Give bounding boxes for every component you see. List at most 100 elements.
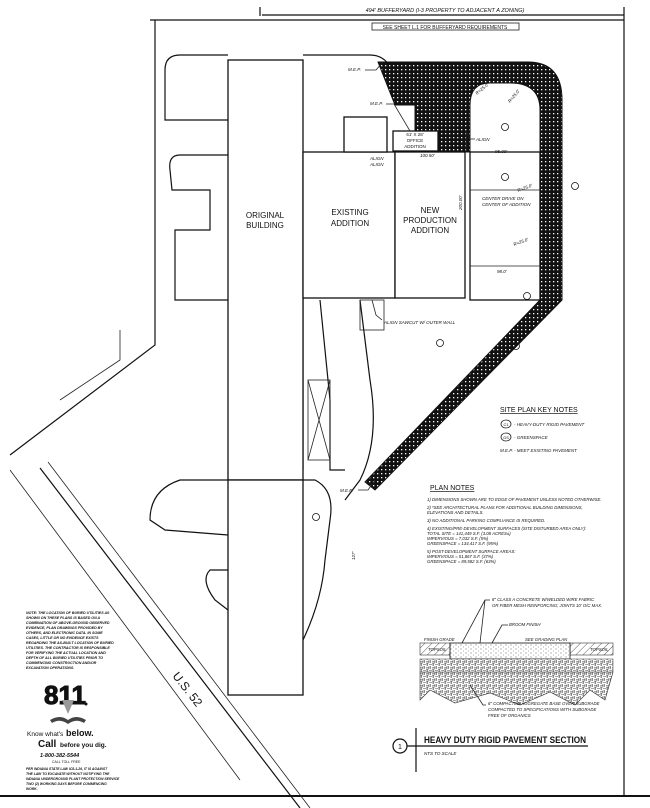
base-note: FREE OF ORGANICS	[488, 713, 531, 718]
svg-text:INDIANA UNDERGROUND PLANT PROT: INDIANA UNDERGROUND PLANT PROTECTION SER…	[26, 777, 120, 781]
svg-text:REGARDING THE AS-BUILT LOCATIO: REGARDING THE AS-BUILT LOCATION OF BURIE…	[26, 641, 114, 645]
svg-text:PER INDIANA STATE LAW IC8-1-26: PER INDIANA STATE LAW IC8-1-26, IT IS AG…	[26, 767, 108, 771]
svg-text:C1: C1	[503, 422, 509, 427]
office-addition	[392, 130, 439, 152]
svg-text:1) DIMENSIONS SHOWN ARE TO EDG: 1) DIMENSIONS SHOWN ARE TO EDGE OF PAVEM…	[427, 497, 602, 502]
existing-parking-outlines	[149, 54, 393, 641]
svg-text:4) EXISTING/PRE-DEVELOPMENT SU: 4) EXISTING/PRE-DEVELOPMENT SURFACES (SI…	[427, 526, 587, 531]
svg-text:Know what's: Know what's	[27, 731, 64, 738]
base-note: 6" COMPACTED AGGREGATE BASE OVER SUBGRAD…	[488, 701, 600, 706]
dimension: R=25.0'	[517, 183, 533, 193]
indiana-law-note: PER INDIANA STATE LAW IC8-1-26, IT IS AG…	[26, 767, 120, 791]
dimension: 100.50'	[420, 153, 435, 158]
key-notes-title: SITE PLAN KEY NOTES	[500, 407, 578, 414]
concrete-note: OR FIBER MESH REINFORCING; JOINTS 10' O/…	[492, 603, 602, 608]
mep-callout: M.E.P.	[348, 67, 361, 72]
topsoil-label: TOPSOIL	[428, 647, 447, 652]
existing-addition-label: EXISTING	[331, 208, 368, 217]
svg-text:2) *SEE ARCHITECTURAL PLANS FO: 2) *SEE ARCHITECTURAL PLANS FOR ADDITION…	[426, 505, 583, 510]
svg-text:IMPERVIOUS = 51,867 S.F. (37%): IMPERVIOUS = 51,867 S.F. (37%)	[427, 554, 494, 559]
svg-text:IMPERVIOUS = 7,032 S.F. (5%): IMPERVIOUS = 7,032 S.F. (5%)	[427, 536, 489, 541]
section-scale: NTS TO SCALE	[424, 751, 457, 756]
office-addition-label: ADDITION	[404, 144, 426, 149]
svg-text:WORK.: WORK.	[26, 787, 38, 791]
original-building-south	[227, 479, 304, 696]
road-label: U.S. 52	[170, 669, 206, 709]
dimension: R=25.0'	[513, 237, 529, 247]
base-note: COMPACTED TO SPECIFICATIONS WITH SUBGRAD…	[488, 707, 597, 712]
svg-text:below.: below.	[66, 728, 94, 738]
align-callout: ALIGN	[369, 162, 384, 167]
svg-text:DEPTH OF ALL BURIED UTILITIES: DEPTH OF ALL BURIED UTILITIES PRIOR TO	[26, 656, 103, 660]
mep-callout: M.E.P.	[340, 488, 353, 493]
finish-grade-label: FINISH GRADE	[424, 637, 455, 642]
center-drive-callout: CENTER DRIVE ON	[482, 196, 524, 201]
svg-text:- HEAVY-DUTY RIGID PAVEMENT: - HEAVY-DUTY RIGID PAVEMENT	[514, 422, 586, 427]
svg-text:TWO (2) WORKING DAYS BEFORE CO: TWO (2) WORKING DAYS BEFORE COMMENCING	[26, 782, 107, 786]
concrete-note: 8" CLASS A CONCRETE W/WELDED WIRE FABRIC	[492, 597, 595, 602]
key-notes-list: C1 - HEAVY-DUTY RIGID PAVEMENT GS - GREE…	[500, 419, 586, 453]
new-production-addition	[394, 151, 466, 299]
section-number: 1	[398, 744, 402, 751]
sheet-frame	[0, 7, 650, 797]
pavement-section-detail	[419, 599, 614, 706]
svg-text:FOR VERIFYING THE ACTUAL LOCAT: FOR VERIFYING THE ACTUAL LOCATION AND	[26, 651, 106, 655]
dimension: 200.00'	[458, 195, 463, 211]
utility-note: NOTE: THE LOCATION OF BURIED UTILITIES A…	[26, 611, 114, 670]
mep-callout: M.E.P.	[370, 101, 383, 106]
heavy-duty-pavement	[364, 61, 563, 491]
greenspace-island	[469, 151, 541, 301]
svg-text:EVIDENCE, PLAN DRAWINGS PROVID: EVIDENCE, PLAN DRAWINGS PROVIDED BY	[26, 626, 103, 630]
svg-text:GREENSPACE = 89,582 S.F. (63%): GREENSPACE = 89,582 S.F. (63%)	[427, 559, 496, 564]
dimension: R=25.0'	[507, 88, 521, 103]
us-52-road	[9, 461, 311, 808]
svg-text:ELEVATIONS AND DETAILS.: ELEVATIONS AND DETAILS.	[427, 510, 484, 515]
svg-text:Call: Call	[38, 739, 57, 750]
center-drive-callout: CENTER OF ADDITION	[482, 202, 531, 207]
svg-text:GREENSPACE = 134,417 S.F. (95%: GREENSPACE = 134,417 S.F. (95%)	[427, 541, 499, 546]
svg-text:EXCAVATION OPERATIONS.: EXCAVATION OPERATIONS.	[26, 666, 74, 670]
new-addition-label: PRODUCTION	[403, 216, 457, 225]
greenspace-tags	[312, 123, 579, 521]
plan-notes-title: PLAN NOTES	[430, 485, 475, 492]
svg-text:THE LAW TO EXCAVATE WITHOUT NO: THE LAW TO EXCAVATE WITHOUT NOTIFYING TH…	[26, 772, 110, 776]
call-811-logo: 811 Know what's below. Call before you d…	[27, 680, 107, 765]
svg-text:- MEET EXISTING PAVEMENT: - MEET EXISTING PAVEMENT	[514, 448, 578, 453]
original-building	[227, 59, 304, 481]
svg-text:1-800-382-5544: 1-800-382-5544	[40, 753, 79, 759]
original-building-label: BUILDING	[246, 221, 284, 230]
svg-text:TOTAL SITE = 141,449 S.F. (3.0: TOTAL SITE = 141,449 S.F. (3.08 ACRES±)	[427, 531, 511, 536]
topsoil-label: TOPSOIL	[590, 647, 609, 652]
svg-text:M.E.P.: M.E.P.	[500, 448, 513, 453]
svg-text:CALL TOLL FREE: CALL TOLL FREE	[52, 760, 81, 764]
dimension: 95.00'	[495, 149, 507, 154]
broom-finish-note: BROOM FINISH	[509, 622, 541, 627]
see-grading-label: SEE GRADING PLAN	[525, 637, 568, 642]
property-boundary	[9, 20, 156, 456]
svg-text:5) POST-DEVELOPMENT SURFACE AR: 5) POST-DEVELOPMENT SURFACE AREAS:	[427, 549, 516, 554]
align-sawcut-callout: ALIGN SAWCUT W/ OUTER WALL	[383, 320, 456, 325]
office-addition-label: OFFICE	[407, 138, 424, 143]
office-addition-label: 61' X 28'	[406, 132, 423, 137]
dimension: 127'	[351, 551, 356, 560]
original-building-label: ORIGINAL	[246, 211, 285, 220]
svg-text:before you dig.: before you dig.	[60, 742, 107, 749]
svg-text:UTILITIES. THE CONTRACTOR IS R: UTILITIES. THE CONTRACTOR IS RESPONSIBLE	[26, 646, 110, 650]
dimension: 98.0'	[497, 269, 507, 274]
svg-text:- GREENSPACE: - GREENSPACE	[514, 435, 549, 440]
svg-text:COMBINATION OF ABOVE-GROUND OB: COMBINATION OF ABOVE-GROUND OBSERVED	[26, 621, 110, 625]
svg-text:CASES, LITTLE OR NO EVIDENCE E: CASES, LITTLE OR NO EVIDENCE EXISTS	[26, 636, 99, 640]
svg-text:OTHERS, AND ELECTRONIC DATA. I: OTHERS, AND ELECTRONIC DATA. IN SOME	[26, 631, 103, 635]
svg-text:COMMENCING CONSTRUCTION AND/OR: COMMENCING CONSTRUCTION AND/OR	[26, 661, 97, 665]
align-callout: ALIGN	[475, 137, 490, 142]
bufferyard-label: 494' BUFFERYARD (I-3 PROPERTY TO ADJACEN…	[366, 8, 525, 14]
existing-addition-label: ADDITION	[331, 219, 369, 228]
plan-notes-list: 1) DIMENSIONS SHOWN ARE TO EDGE OF PAVEM…	[426, 497, 602, 564]
section-title: HEAVY DUTY RIGID PAVEMENT SECTION	[424, 735, 586, 745]
new-addition-label: NEW	[421, 206, 440, 215]
svg-text:SHOWN ON THESE PLANS IS BASED: SHOWN ON THESE PLANS IS BASED ON A	[26, 616, 101, 620]
svg-text:3) NO ADDITIONAL PARKING COMPL: 3) NO ADDITIONAL PARKING COMPLIANCE IS R…	[427, 518, 545, 523]
svg-text:GS: GS	[503, 435, 509, 440]
new-addition-label: ADDITION	[411, 226, 449, 235]
